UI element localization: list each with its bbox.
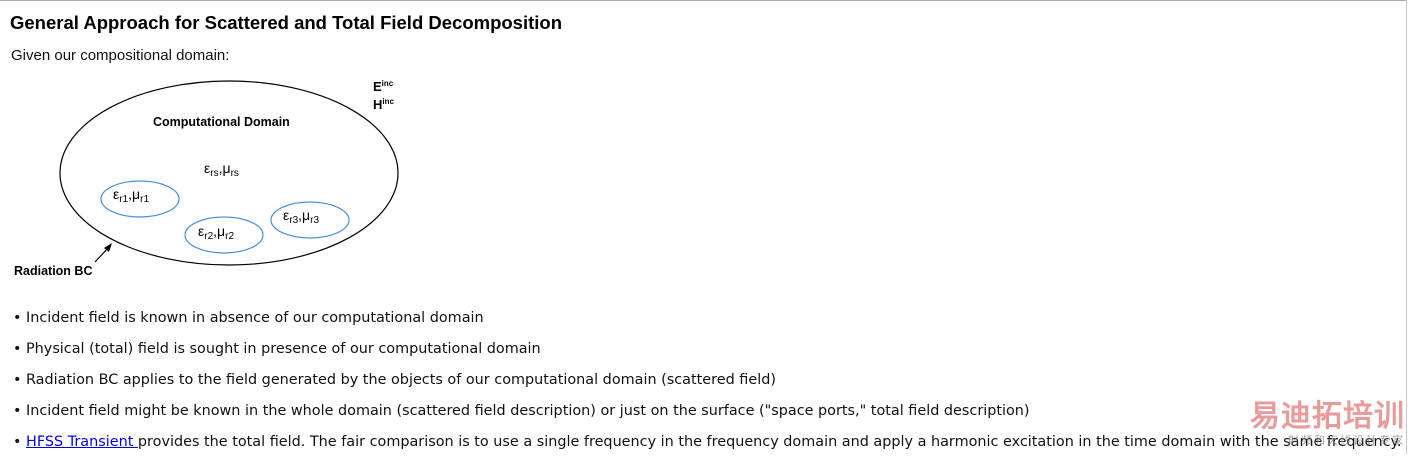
top-divider xyxy=(0,0,1406,1)
object-3-material-label: εr3,μr3 xyxy=(283,207,319,226)
bullet-item-4: •Incident field might be known in the wh… xyxy=(13,396,1402,427)
domain-label: Computational Domain xyxy=(153,115,290,129)
radiation-bc-arrowhead xyxy=(104,243,112,252)
watermark-subtitle: 射频和天线设计专家 xyxy=(1288,434,1405,447)
bullet-text: provides the total field. The fair compa… xyxy=(137,434,1402,450)
bullet-item-3: •Radiation BC applies to the field gener… xyxy=(13,365,1402,396)
radiation-bc-label: Radiation BC xyxy=(14,264,92,278)
bullet-text: Incident field might be known in the who… xyxy=(26,403,1030,419)
incident-h-label: Hinc xyxy=(373,97,395,112)
page-title: General Approach for Scattered and Total… xyxy=(10,12,563,33)
bullet-list: •Incident field is known in absence of o… xyxy=(13,303,1402,458)
object-2-material-label: εr2,μr2 xyxy=(198,223,234,242)
bullet-icon: • xyxy=(13,341,22,357)
bullet-icon: • xyxy=(13,434,22,450)
bullet-text: Incident field is known in absence of ou… xyxy=(26,310,484,326)
bullet-item-1: •Incident field is known in absence of o… xyxy=(13,303,1402,334)
hfss-transient-link[interactable]: HFSS Transient xyxy=(26,434,138,450)
bullet-icon: • xyxy=(13,403,22,419)
bullet-item-2: •Physical (total) field is sought in pre… xyxy=(13,334,1402,365)
bullet-item-5: •HFSS Transient provides the total field… xyxy=(13,427,1402,458)
incident-e-label: Einc xyxy=(373,79,394,94)
computational-domain-diagram: Einc Hinc Computational Domain εrs,μrs ε… xyxy=(14,79,399,278)
intro-text: Given our compositional domain: xyxy=(11,47,230,64)
bullet-text: Radiation BC applies to the field genera… xyxy=(26,372,776,388)
object-1-ellipse xyxy=(100,180,180,218)
domain-boundary-ellipse xyxy=(59,80,399,266)
object-3-ellipse xyxy=(270,201,350,239)
object-1-material-label: εr1,μr1 xyxy=(113,186,149,205)
watermark: 易迪拓培训 射频和天线设计专家 xyxy=(1250,400,1405,448)
bullet-icon: • xyxy=(13,372,22,388)
object-2-ellipse xyxy=(184,216,264,254)
watermark-logo: 易迪拓培训 xyxy=(1250,399,1405,434)
bullet-icon: • xyxy=(13,310,22,326)
right-divider xyxy=(1406,0,1407,454)
bullet-text: Physical (total) field is sought in pres… xyxy=(26,341,541,357)
background-material-label: εrs,μrs xyxy=(204,160,239,179)
